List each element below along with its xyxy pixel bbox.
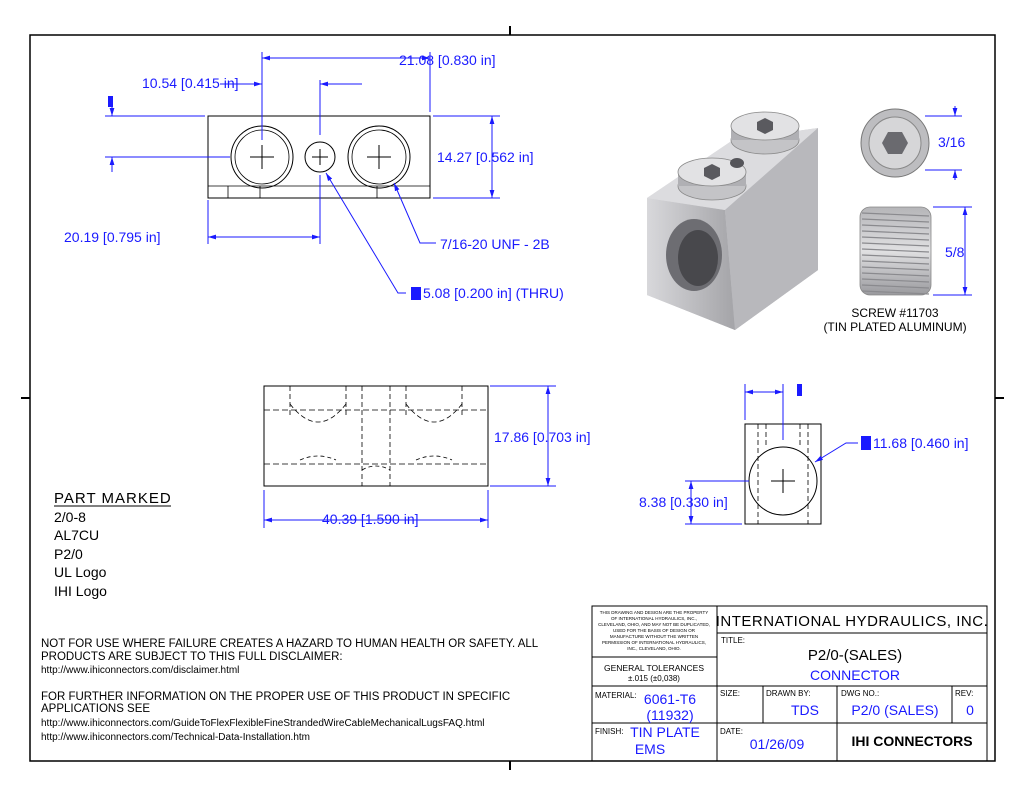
- finish-label: FINISH:: [595, 727, 623, 736]
- screw-top-view: [860, 108, 930, 178]
- part-mark-line: P2/0: [54, 546, 83, 562]
- disclaimer-line: PRODUCTS ARE SUBJECT TO THIS FULL DISCLA…: [41, 651, 343, 663]
- proprietary-note: INC., CLEVELAND, OHIO.: [627, 646, 681, 651]
- dim-top-width: 21.08 [0.830 in]: [399, 52, 496, 68]
- isometric-connector: [647, 111, 818, 330]
- side-view-dimensions: [685, 384, 871, 525]
- screw-side-view: [859, 206, 932, 296]
- dim-screw-dia: 3/16: [938, 134, 965, 150]
- part-mark-line: 2/0-8: [54, 509, 86, 525]
- front-view: [263, 385, 489, 487]
- proprietary-note: THIS DRAWING AND DESIGN ARE THE PROPERTY: [600, 610, 708, 615]
- rev-value: 0: [966, 702, 974, 718]
- screw-thread-line: [861, 248, 930, 253]
- screw-thread-line: [861, 284, 930, 289]
- dim-hole-spacing: 10.54 [0.415 in]: [142, 75, 239, 91]
- company-name: INTERNATIONAL HYDRAULICS, INC.: [716, 613, 989, 630]
- size-label: SIZE:: [720, 689, 740, 698]
- drawing-title: P2/0-(SALES): [808, 647, 902, 664]
- screw-thread-line: [861, 278, 930, 283]
- material-value: 6061-T6: [644, 691, 696, 707]
- part-mark-line: AL7CU: [54, 527, 99, 543]
- dim-bore-dia: 11.68 [0.460 in]: [873, 435, 968, 451]
- proprietary-note: MANUFACTURE WITHOUT THE WRITTEN: [610, 634, 698, 639]
- ihi-logo: IHI CONNECTORS: [851, 733, 972, 749]
- dim-screw-len: 5/8: [945, 244, 965, 260]
- dim-top-height: 14.27 [0.562 in]: [437, 149, 534, 165]
- drawn-by-value: TDS: [791, 702, 819, 718]
- dim-thru-hole: 5.08 [0.200 in] (THRU): [423, 285, 564, 301]
- screw-thread-line: [861, 290, 930, 295]
- screw-thread-line: [861, 242, 930, 247]
- top-view: [207, 115, 431, 199]
- screw-thread-line: [861, 254, 930, 259]
- dim-front-height: 17.86 [0.703 in]: [494, 429, 591, 445]
- disclaimer-line: APPLICATIONS SEE: [41, 703, 150, 715]
- rev-label: REV:: [955, 689, 973, 698]
- drawn-by-label: DRAWN BY:: [766, 689, 811, 698]
- screw-thread-line: [861, 224, 930, 229]
- screw-thread-line: [861, 272, 930, 277]
- finish-value: TIN PLATE: [630, 724, 700, 740]
- disclaimer-line: FOR FURTHER INFORMATION ON THE PROPER US…: [41, 691, 510, 703]
- screw-thread-line: [861, 212, 930, 217]
- drawing-subtitle: CONNECTOR: [810, 667, 900, 683]
- dwg-no-value: P2/0 (SALES): [851, 702, 938, 718]
- screw-thread-line: [861, 260, 930, 265]
- screw-thread-line: [861, 218, 930, 223]
- guide-link[interactable]: http://www.ihiconnectors.com/GuideToFlex…: [41, 718, 485, 729]
- dim-thread: 7/16-20 UNF - 2B: [440, 236, 550, 252]
- material-code: (11932): [646, 707, 693, 723]
- part-mark-line: UL Logo: [54, 564, 107, 580]
- date-label: DATE:: [720, 727, 743, 736]
- screw-dimensions: [925, 106, 972, 296]
- dim-bore-offset: 8.38 [0.330 in]: [639, 494, 728, 510]
- screw-material: (TIN PLATED ALUMINUM): [823, 320, 966, 334]
- tolerances-value: ±.015 (±0,038): [628, 674, 680, 683]
- proprietary-note: PERMISSION OF INTERNATIONAL HYDRAULICS,: [602, 640, 706, 645]
- dwg-no-label: DWG NO.:: [841, 689, 879, 698]
- material-label: MATERIAL:: [595, 691, 637, 700]
- screw-label: SCREW #11703: [851, 306, 938, 320]
- title-label: TITLE:: [721, 636, 745, 645]
- part-mark-line: IHI Logo: [54, 583, 107, 599]
- disclaimer-line: NOT FOR USE WHERE FAILURE CREATES A HAZA…: [41, 638, 539, 650]
- tolerances-label: GENERAL TOLERANCES: [604, 663, 704, 673]
- top-view-dimensions: [105, 52, 500, 300]
- dim-left-offset: 20.19 [0.795 in]: [64, 229, 161, 245]
- finish-value: EMS: [635, 741, 665, 757]
- proprietary-note: USED FOR THE BASIS OF DESIGN OR: [613, 628, 696, 633]
- screw-thread-line: [861, 236, 930, 241]
- part-marked-heading: PART MARKED: [54, 490, 172, 507]
- disclaimer-link[interactable]: http://www.ihiconnectors.com/disclaimer.…: [41, 665, 239, 676]
- date-value: 01/26/09: [750, 736, 805, 752]
- screw-thread-line: [861, 230, 930, 235]
- title-block: [591, 605, 988, 762]
- proprietary-note: CLEVELAND, OHIO, AND MAY NOT BE DUPLICAT…: [598, 622, 710, 627]
- screw-thread-line: [861, 266, 930, 271]
- dim-front-length: 40.39 [1.590 in]: [322, 511, 419, 527]
- tech-data-link[interactable]: http://www.ihiconnectors.com/Technical-D…: [41, 732, 310, 743]
- front-view-dimensions: [263, 385, 556, 528]
- proprietary-note: OF INTERNATIONAL HYDRAULICS, INC.,: [611, 616, 697, 621]
